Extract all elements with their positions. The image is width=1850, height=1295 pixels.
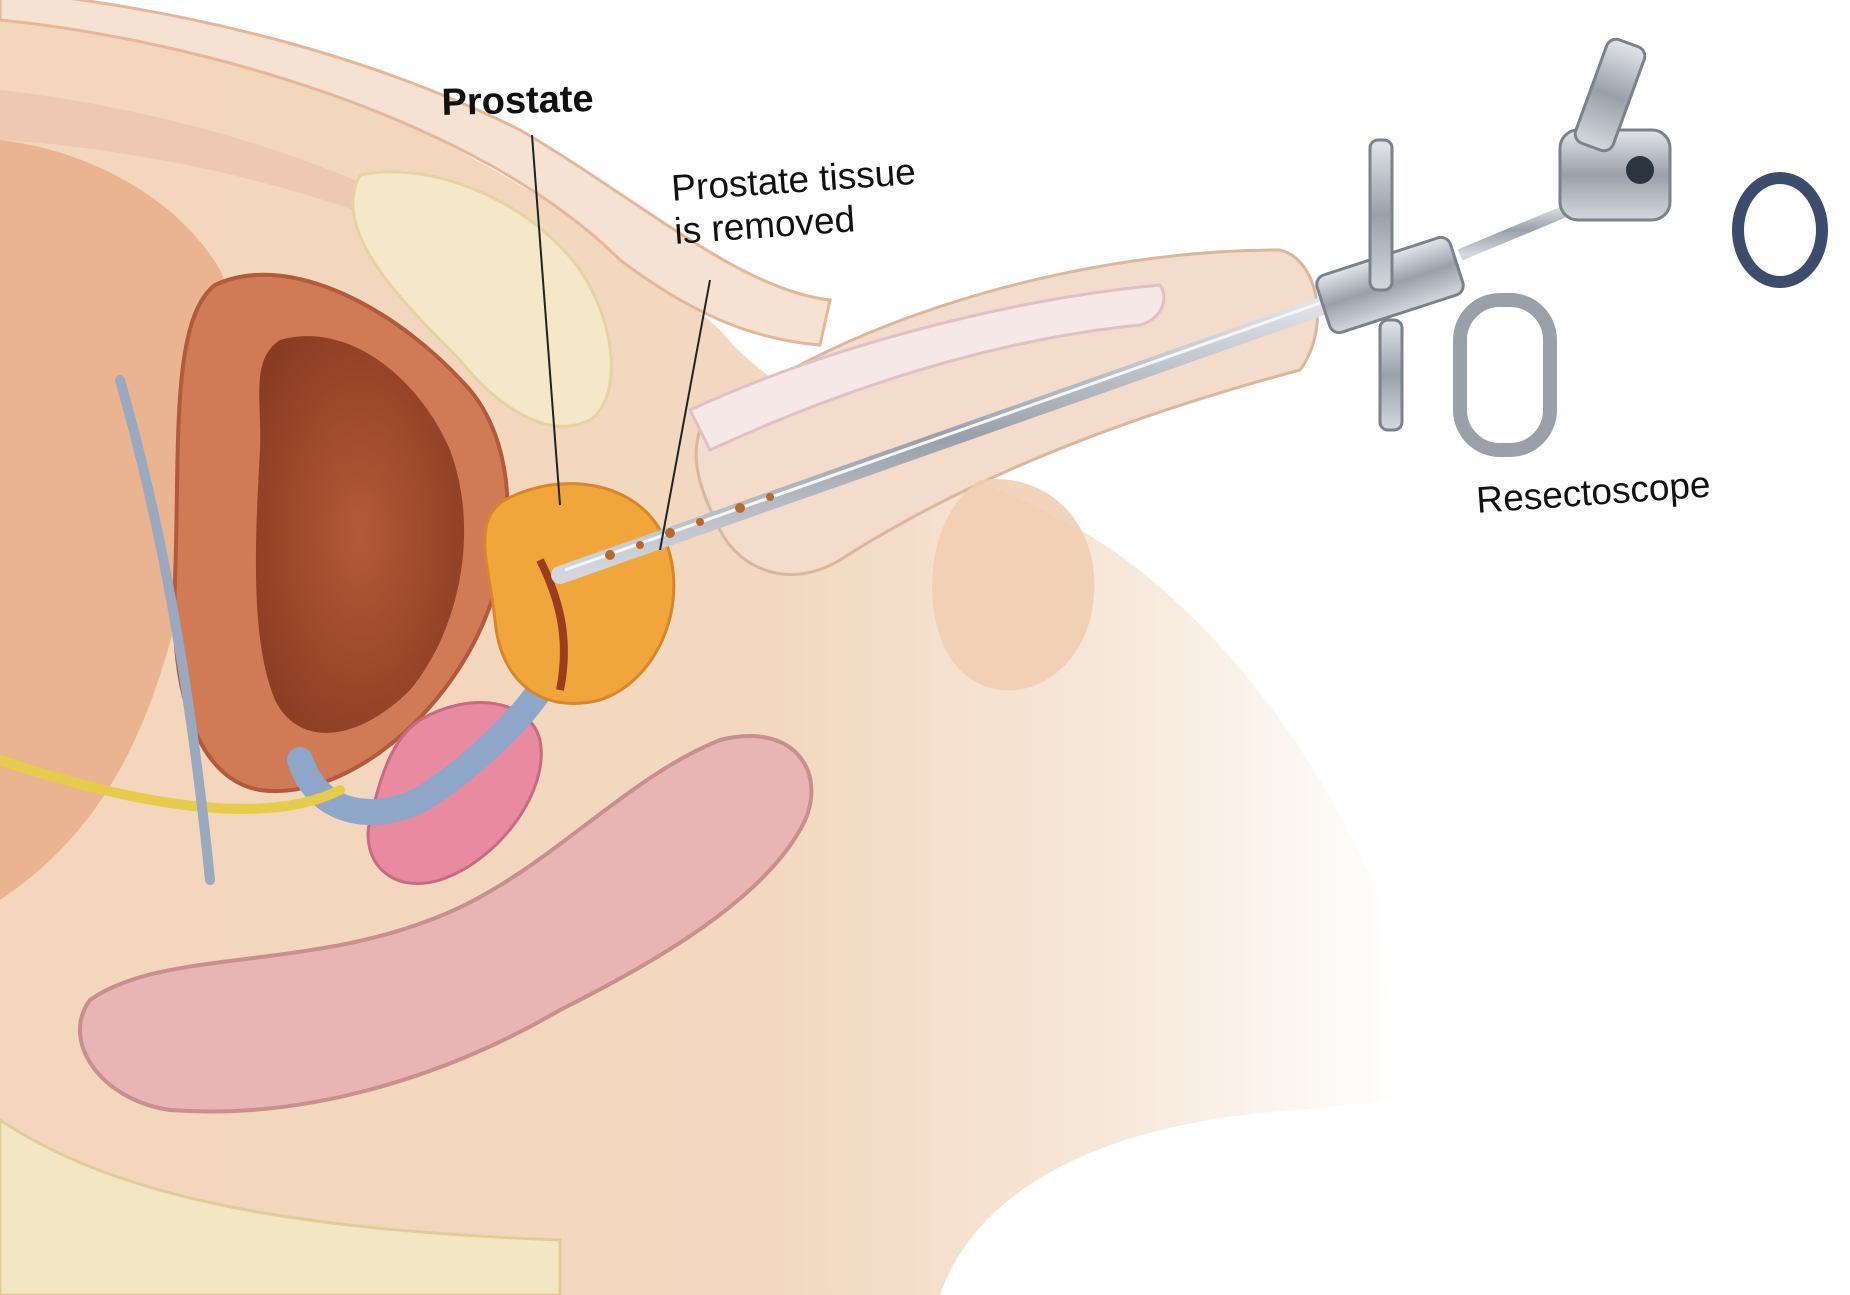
ureter — [115, 375, 215, 885]
tissue-removed-label: Prostate tissue is removed — [670, 151, 920, 253]
prostate — [483, 482, 676, 705]
resectoscope-shaft — [551, 291, 1349, 584]
sacrum — [0, 1118, 562, 1295]
muscle-band — [0, 90, 470, 260]
pubic-bone — [351, 170, 613, 428]
prostate-label: Prostate — [441, 78, 595, 124]
resectoscope-handle — [1315, 37, 1828, 457]
tissue-leader — [659, 279, 711, 551]
resectoscope-shaft-highlight — [564, 294, 1341, 572]
abdominal-wall — [0, 0, 832, 347]
scrotum — [932, 479, 1095, 691]
vas-deferens — [0, 755, 345, 814]
corpus — [687, 283, 1166, 452]
bladder-inner — [255, 336, 465, 733]
urethra — [536, 558, 568, 691]
tissue-chips — [605, 493, 774, 560]
prostate-leader — [531, 134, 561, 506]
abdominal-cavity — [0, 140, 233, 900]
rectum — [77, 734, 814, 1114]
